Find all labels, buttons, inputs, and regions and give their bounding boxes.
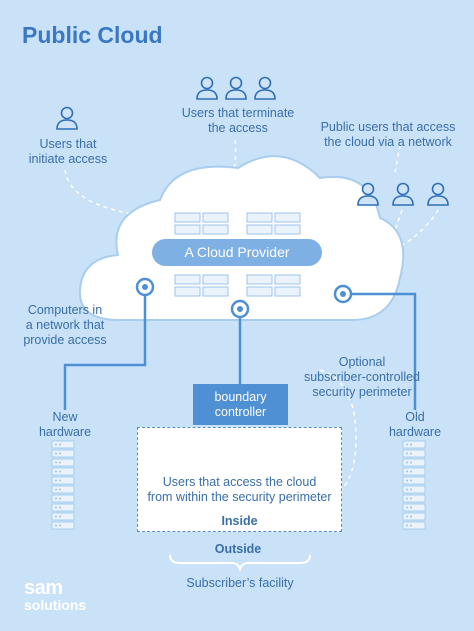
inside-label: Inside <box>221 514 258 528</box>
connector-optional <box>319 369 357 493</box>
cloud-servers <box>174 212 301 297</box>
connector-initiate <box>64 169 141 216</box>
facility-brace <box>169 554 311 573</box>
line-old-hardware <box>343 292 417 410</box>
cloud-provider-label: A Cloud Provider <box>152 239 322 266</box>
company-logo: sam solutions <box>24 577 87 613</box>
outside-label: Outside <box>214 542 262 556</box>
connector-icon <box>135 277 353 319</box>
page-title: Public Cloud <box>22 22 163 48</box>
line-new-hardware <box>63 290 147 410</box>
connector-terminate <box>231 139 237 181</box>
network-lines <box>63 290 417 410</box>
subscriber-facility-label: Subscriber’s facility <box>186 576 294 590</box>
cloud-shape <box>78 155 405 321</box>
